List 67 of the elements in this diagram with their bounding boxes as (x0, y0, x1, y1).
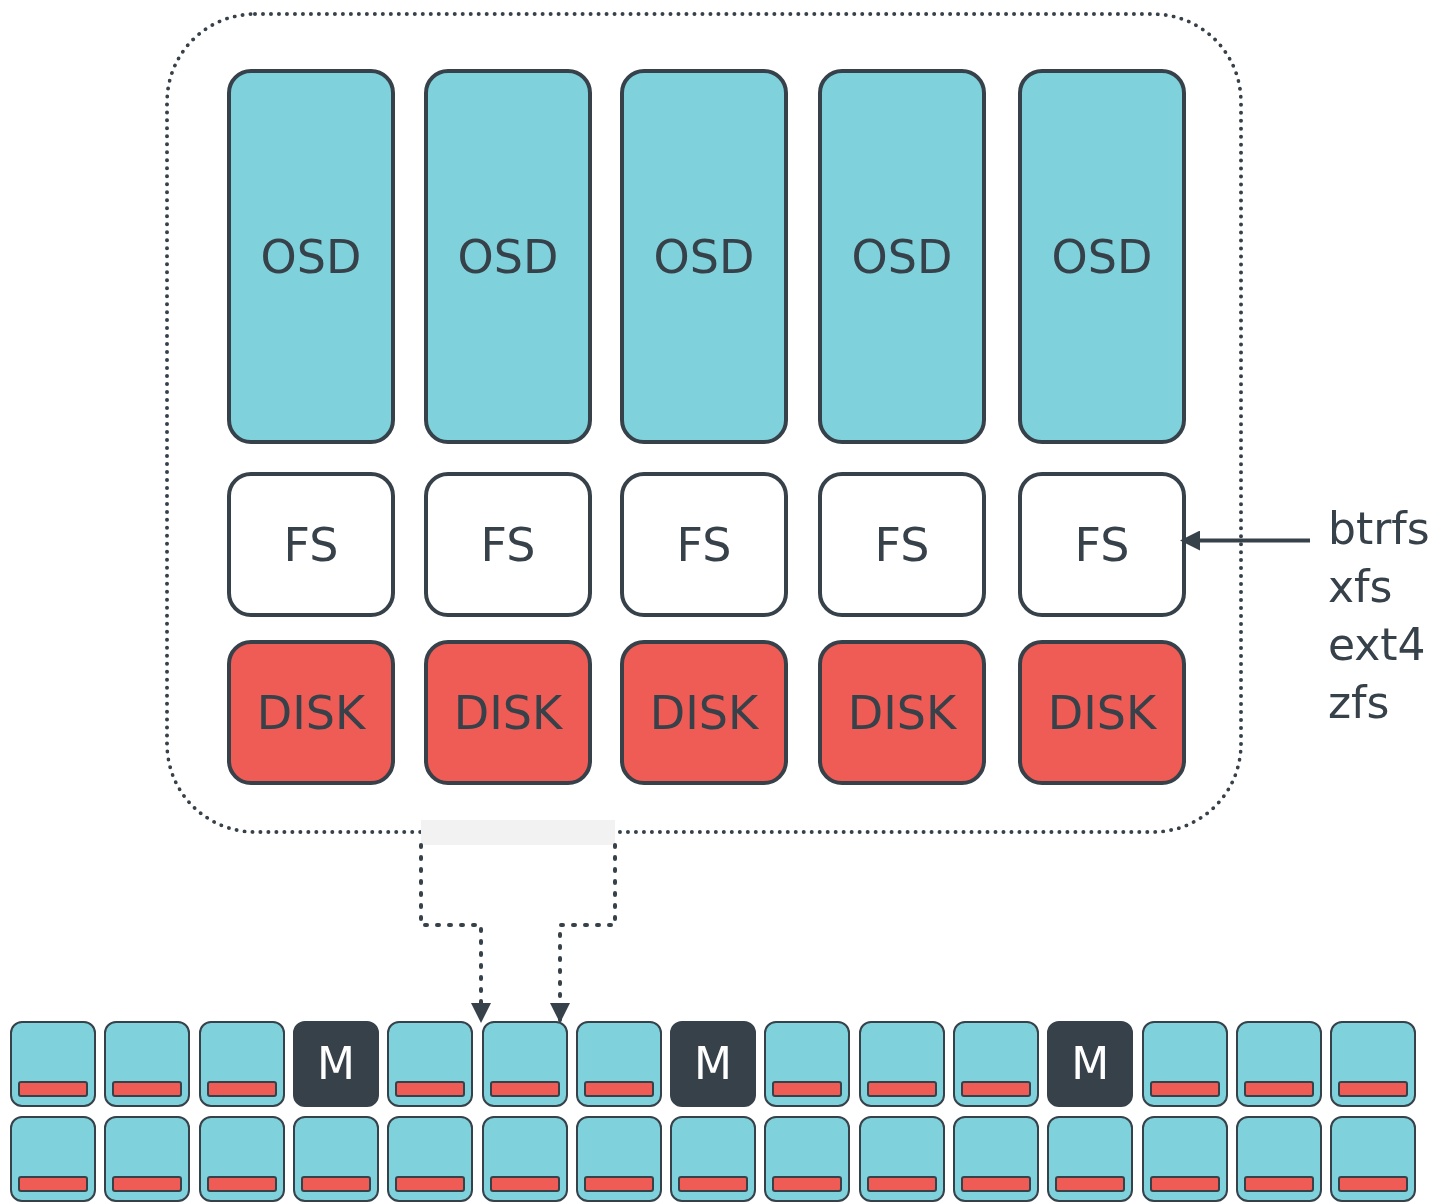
server-tile (1330, 1021, 1417, 1107)
server-tile (198, 1116, 285, 1202)
osd-box (620, 69, 788, 444)
dotted-server-outline (165, 12, 1243, 834)
server-tile (858, 1116, 945, 1202)
server-tile (10, 1116, 96, 1202)
box-label: FS (480, 517, 536, 572)
server-tile (104, 1021, 191, 1107)
connector-bar (421, 820, 615, 845)
server-tile (1235, 1021, 1322, 1107)
box-label: FS (283, 517, 339, 572)
server-tile (1330, 1116, 1417, 1202)
box-label: FS (1074, 517, 1130, 572)
server-tile (387, 1116, 474, 1202)
server-tile (387, 1021, 474, 1107)
box-label: DISK (649, 685, 759, 740)
filesystem-box (620, 472, 788, 617)
server-tile (953, 1021, 1039, 1107)
monitor-tile (292, 1021, 379, 1107)
tile-label: M (694, 1042, 733, 1086)
arrow (1180, 530, 1310, 551)
box-label: OSD (457, 229, 559, 284)
osd-box (227, 69, 395, 444)
server-tile (764, 1116, 851, 1202)
box-label: FS (676, 517, 732, 572)
server-tile (1235, 1116, 1322, 1202)
box-label: DISK (847, 685, 957, 740)
box-label: OSD (1051, 229, 1153, 284)
server-tile (575, 1116, 662, 1202)
server-tile (1047, 1116, 1134, 1202)
osd-box (818, 69, 986, 444)
server-tile (670, 1116, 757, 1202)
server-tile (10, 1021, 96, 1107)
box-label: FS (874, 517, 930, 572)
server-tile (953, 1116, 1039, 1202)
box-label: OSD (653, 229, 755, 284)
monitor-tile (1047, 1021, 1134, 1107)
filesystem-box (424, 472, 592, 617)
box-label: DISK (453, 685, 563, 740)
server-tile (481, 1116, 568, 1202)
filesystem-name: zfs (1328, 676, 1391, 730)
box-label: DISK (1047, 685, 1157, 740)
server-tile (858, 1021, 945, 1107)
server-tile (292, 1116, 379, 1202)
filesystem-name: btrfs (1328, 502, 1431, 556)
osd-box (424, 69, 592, 444)
filesystem-name: xfs (1328, 560, 1394, 614)
server-tile (764, 1021, 851, 1107)
filesystem-box (818, 472, 986, 617)
server-tile (575, 1021, 662, 1107)
monitor-tile (670, 1021, 757, 1107)
server-tile (104, 1116, 191, 1202)
tile-label: M (316, 1042, 355, 1086)
box-label: DISK (256, 685, 366, 740)
server-tile (481, 1021, 568, 1107)
server-tile (1141, 1116, 1228, 1202)
osd-box (1018, 69, 1186, 444)
filesystem-box (227, 472, 395, 617)
filesystem-name: ext4 (1328, 618, 1427, 672)
tile-label: M (1071, 1042, 1110, 1086)
arrow (550, 843, 617, 1023)
box-label: OSD (851, 229, 953, 284)
arrow (419, 843, 491, 1023)
box-label: OSD (260, 229, 362, 284)
filesystem-box (1018, 472, 1186, 617)
server-tile (1141, 1021, 1228, 1107)
server-tile (198, 1021, 285, 1107)
